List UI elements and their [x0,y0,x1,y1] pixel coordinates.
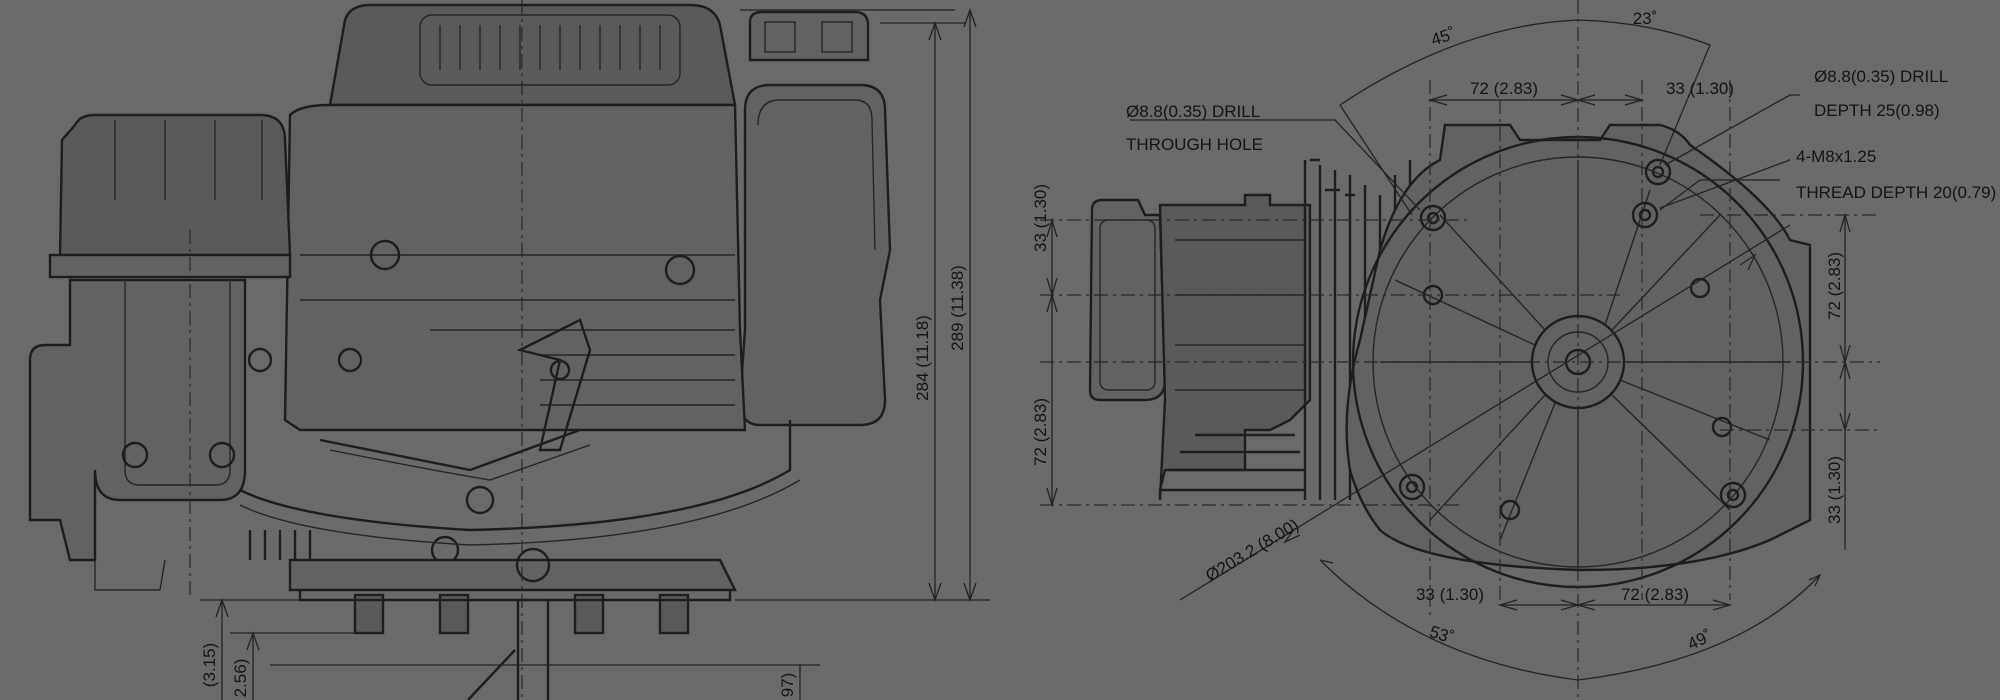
shaft-dim-256: 2.56) [231,659,250,698]
height-dim-284: 284 (11.18) [913,315,932,401]
angle-49-label: 49˚ [1685,626,1715,654]
drill-through-note-line1: Ø8.8(0.35) DRILL [1126,102,1260,121]
bottom-dim-33: 33 (1.30) [1416,585,1484,604]
thread-note-line1: 4-M8x1.25 [1796,147,1876,166]
diameter-dim-label: Ø203.2 (8.00) [1202,515,1302,585]
shaft-dim-97: 97) [778,673,797,698]
left-dim-72: 72 (2.83) [1031,398,1050,466]
right-dim-33: 33 (1.30) [1825,456,1844,524]
thread-note-line2: THREAD DEPTH 20(0.79) [1796,183,1996,202]
drill-depth-note-line2: DEPTH 25(0.98) [1814,101,1940,120]
angle-23-label: 23˚ [1633,9,1658,28]
shaft-dim-315: (3.15) [200,643,219,687]
height-dim-289: 289 (11.38) [948,265,967,351]
left-dim-33: 33 (1.30) [1031,184,1050,252]
top-dim-72: 72 (2.83) [1470,79,1538,98]
engine-side-view: 284 (11.18) 289 (11.38) (3.15) 2.56) 97) [28,0,990,700]
drill-depth-note-line1: Ø8.8(0.35) DRILL [1814,67,1948,86]
right-dim-72: 72 (2.83) [1825,252,1844,320]
drill-through-note-line2: THROUGH HOLE [1126,135,1263,154]
angle-53-label: 53˚ [1427,622,1456,648]
top-dim-33: 33 (1.30) [1666,79,1734,98]
mounting-face-view: 45˚ 23˚ 72 (2.83) 33 (1.30) Ø8.8(0.35) D… [1031,0,1996,700]
bottom-dim-72: 72 (2.83) [1621,585,1689,604]
